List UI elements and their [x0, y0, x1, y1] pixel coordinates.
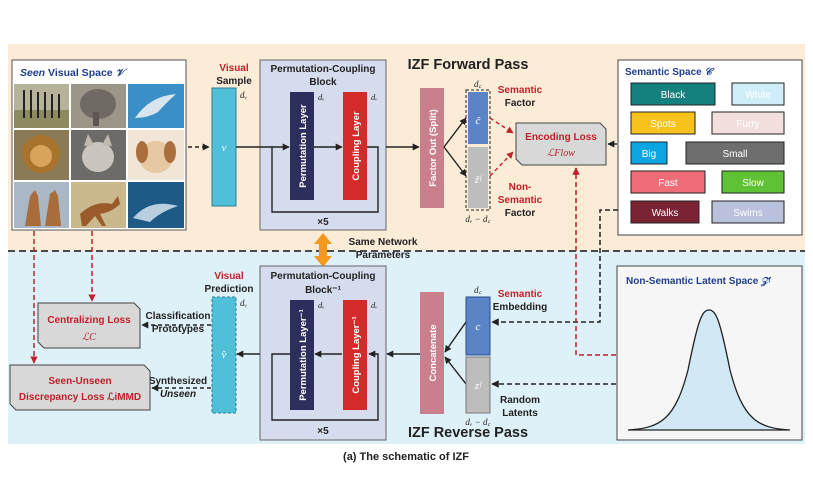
svg-text:ℒFlow: ℒFlow	[547, 148, 575, 159]
attr-walks: Walks	[652, 208, 679, 219]
factor-out-block	[420, 88, 444, 208]
pc-forward-title-1: Permutation-Coupling	[271, 64, 376, 75]
visual-space-title-prefix: Seen	[20, 67, 45, 79]
pc-block-forward: Permutation-Coupling Block Permutation L…	[236, 59, 387, 231]
svg-text:Factor: Factor	[505, 208, 536, 219]
semantic-embedding-vector	[465, 296, 491, 356]
svg-text:Permutation-Coupling: Permutation-Coupling	[271, 271, 376, 282]
forward-dim-top: d꜀	[474, 79, 483, 89]
svg-text:Semantic: Semantic	[498, 195, 543, 206]
svg-text:dᵥ: dᵥ	[240, 298, 248, 308]
permutation-layer-forward	[290, 92, 314, 200]
semantic-space: Semantic Space 𝒞 Black White Spots Furry…	[617, 59, 803, 236]
attr-white: White	[745, 90, 771, 101]
latent-space: Non-Semantic Latent Space 𝒵ᶠ	[616, 265, 803, 441]
visual-space-title: Visual Space	[45, 67, 115, 79]
visual-sample-vector	[211, 87, 237, 207]
svg-text:Concatenate: Concatenate	[428, 324, 439, 381]
svg-text:Semantic Space 𝒞: Semantic Space 𝒞	[625, 67, 714, 78]
svg-text:Discrepancy Loss ℒiMMD: Discrepancy Loss ℒiMMD	[19, 392, 141, 403]
svg-text:Parameters: Parameters	[356, 250, 411, 261]
svg-text:zᶠ: zᶠ	[474, 380, 483, 392]
svg-text:Non-: Non-	[509, 182, 532, 193]
svg-text:Seen-Unseen: Seen-Unseen	[48, 376, 111, 387]
attr-fast: Fast	[658, 178, 678, 189]
svg-text:Factor Out (Split): Factor Out (Split)	[428, 109, 439, 187]
svg-text:v̂: v̂	[221, 349, 226, 361]
svg-text:Non-Semantic Latent Space 𝒵ᶠ: Non-Semantic Latent Space 𝒵ᶠ	[626, 276, 772, 287]
svg-text:Permutation Layer: Permutation Layer	[298, 104, 309, 188]
svg-text:dᵥ: dᵥ	[371, 300, 378, 310]
concatenate-block	[420, 292, 444, 414]
visual-sample-dim: dᵥ	[240, 90, 248, 100]
non-semantic-factor-vector	[468, 147, 488, 208]
reverse-pass-title: IZF Reverse Pass	[408, 425, 528, 441]
pc-forward-repeat: ×5	[317, 217, 329, 228]
visual-sample-symbol: v	[222, 142, 227, 154]
forward-dim-bottom: dᵥ − d꜀	[465, 214, 491, 224]
thumbnail-grid	[14, 84, 184, 228]
svg-text:d꜀: d꜀	[474, 285, 483, 295]
attr-spots: Spots	[650, 119, 676, 130]
svg-text:Coupling Layer⁻¹: Coupling Layer⁻¹	[351, 316, 362, 393]
seen-visual-space: Seen Visual Space 𝒱	[11, 59, 187, 231]
coupling-layer-reverse	[343, 300, 367, 410]
semantic-space-title: Semantic Space	[625, 67, 704, 78]
coupling-layer-forward	[343, 92, 367, 200]
visual-space-symbol: 𝒱	[116, 68, 129, 79]
svg-text:Embedding: Embedding	[493, 302, 547, 313]
visual-prediction-vector	[211, 296, 237, 414]
figure-caption: (a) The schematic of IZF	[343, 451, 469, 463]
svg-text:×5: ×5	[317, 426, 329, 437]
svg-text:Random: Random	[500, 395, 540, 406]
svg-text:Classification: Classification	[145, 311, 210, 322]
semantic-factor-label-2: Factor	[505, 98, 536, 109]
attr-swims: Swims	[733, 208, 762, 219]
semantic-factor-vector	[468, 92, 488, 144]
svg-text:Prediction: Prediction	[205, 284, 254, 295]
forward-split-vector	[465, 89, 491, 211]
svg-text:ĉ: ĉ	[476, 115, 481, 127]
attr-furry: Furry	[736, 119, 759, 130]
svg-text:c: c	[476, 321, 481, 333]
svg-text:Prototypes: Prototypes	[152, 324, 205, 335]
shared-parameters: Same Network Parameters	[314, 233, 418, 267]
centralizing-loss: Centralizing Loss ℒC	[37, 302, 141, 349]
attr-black: Black	[661, 90, 686, 101]
svg-text:Encoding Loss: Encoding Loss	[525, 132, 597, 143]
svg-text:Centralizing Loss: Centralizing Loss	[47, 315, 131, 326]
attr-small: Small	[722, 149, 747, 160]
visual-sample-label-1: Visual	[219, 63, 248, 74]
discrepancy-loss: Seen-Unseen Discrepancy Loss ℒiMMD	[9, 364, 151, 411]
svg-text:Seen Visual Space 𝒱: Seen Visual Space 𝒱	[20, 67, 129, 79]
svg-text:ẑᶠ: ẑᶠ	[474, 174, 483, 186]
forward-pass-title: IZF Forward Pass	[408, 57, 529, 73]
deer-thumbnail	[14, 182, 69, 228]
svg-text:Block⁻¹: Block⁻¹	[305, 285, 342, 296]
svg-text:Synthesized: Synthesized	[149, 376, 207, 387]
visual-sample-label-2: Sample	[216, 76, 252, 87]
svg-text:Visual: Visual	[214, 271, 243, 282]
svg-text:dᵥ: dᵥ	[318, 300, 325, 310]
pc-forward-title-2: Block	[309, 77, 337, 88]
semantic-factor-label-1: Semantic	[498, 85, 543, 96]
semantic-space-symbol: 𝒞	[704, 67, 714, 78]
svg-text:Latents: Latents	[502, 408, 538, 419]
svg-text:dᵥ − d꜀: dᵥ − d꜀	[465, 417, 491, 427]
svg-text:ℒC: ℒC	[82, 332, 96, 343]
permutation-layer-reverse	[290, 300, 314, 410]
svg-text:Unseen: Unseen	[160, 389, 196, 400]
svg-text:dᵥ: dᵥ	[371, 92, 378, 102]
attr-big: Big	[642, 149, 656, 160]
pc-block-reverse: Permutation-Coupling Block⁻¹ Permutation…	[259, 265, 387, 441]
svg-text:Semantic: Semantic	[498, 289, 543, 300]
svg-text:Coupling Layer: Coupling Layer	[351, 111, 362, 180]
attr-slow: Slow	[742, 178, 764, 189]
encoding-loss: Encoding Loss ℒFlow	[515, 122, 607, 166]
svg-text:Permutation Layer⁻¹: Permutation Layer⁻¹	[298, 309, 309, 401]
svg-text:Same Network: Same Network	[349, 237, 418, 248]
random-latent-vector	[465, 356, 491, 414]
svg-text:dᵥ: dᵥ	[318, 92, 325, 102]
